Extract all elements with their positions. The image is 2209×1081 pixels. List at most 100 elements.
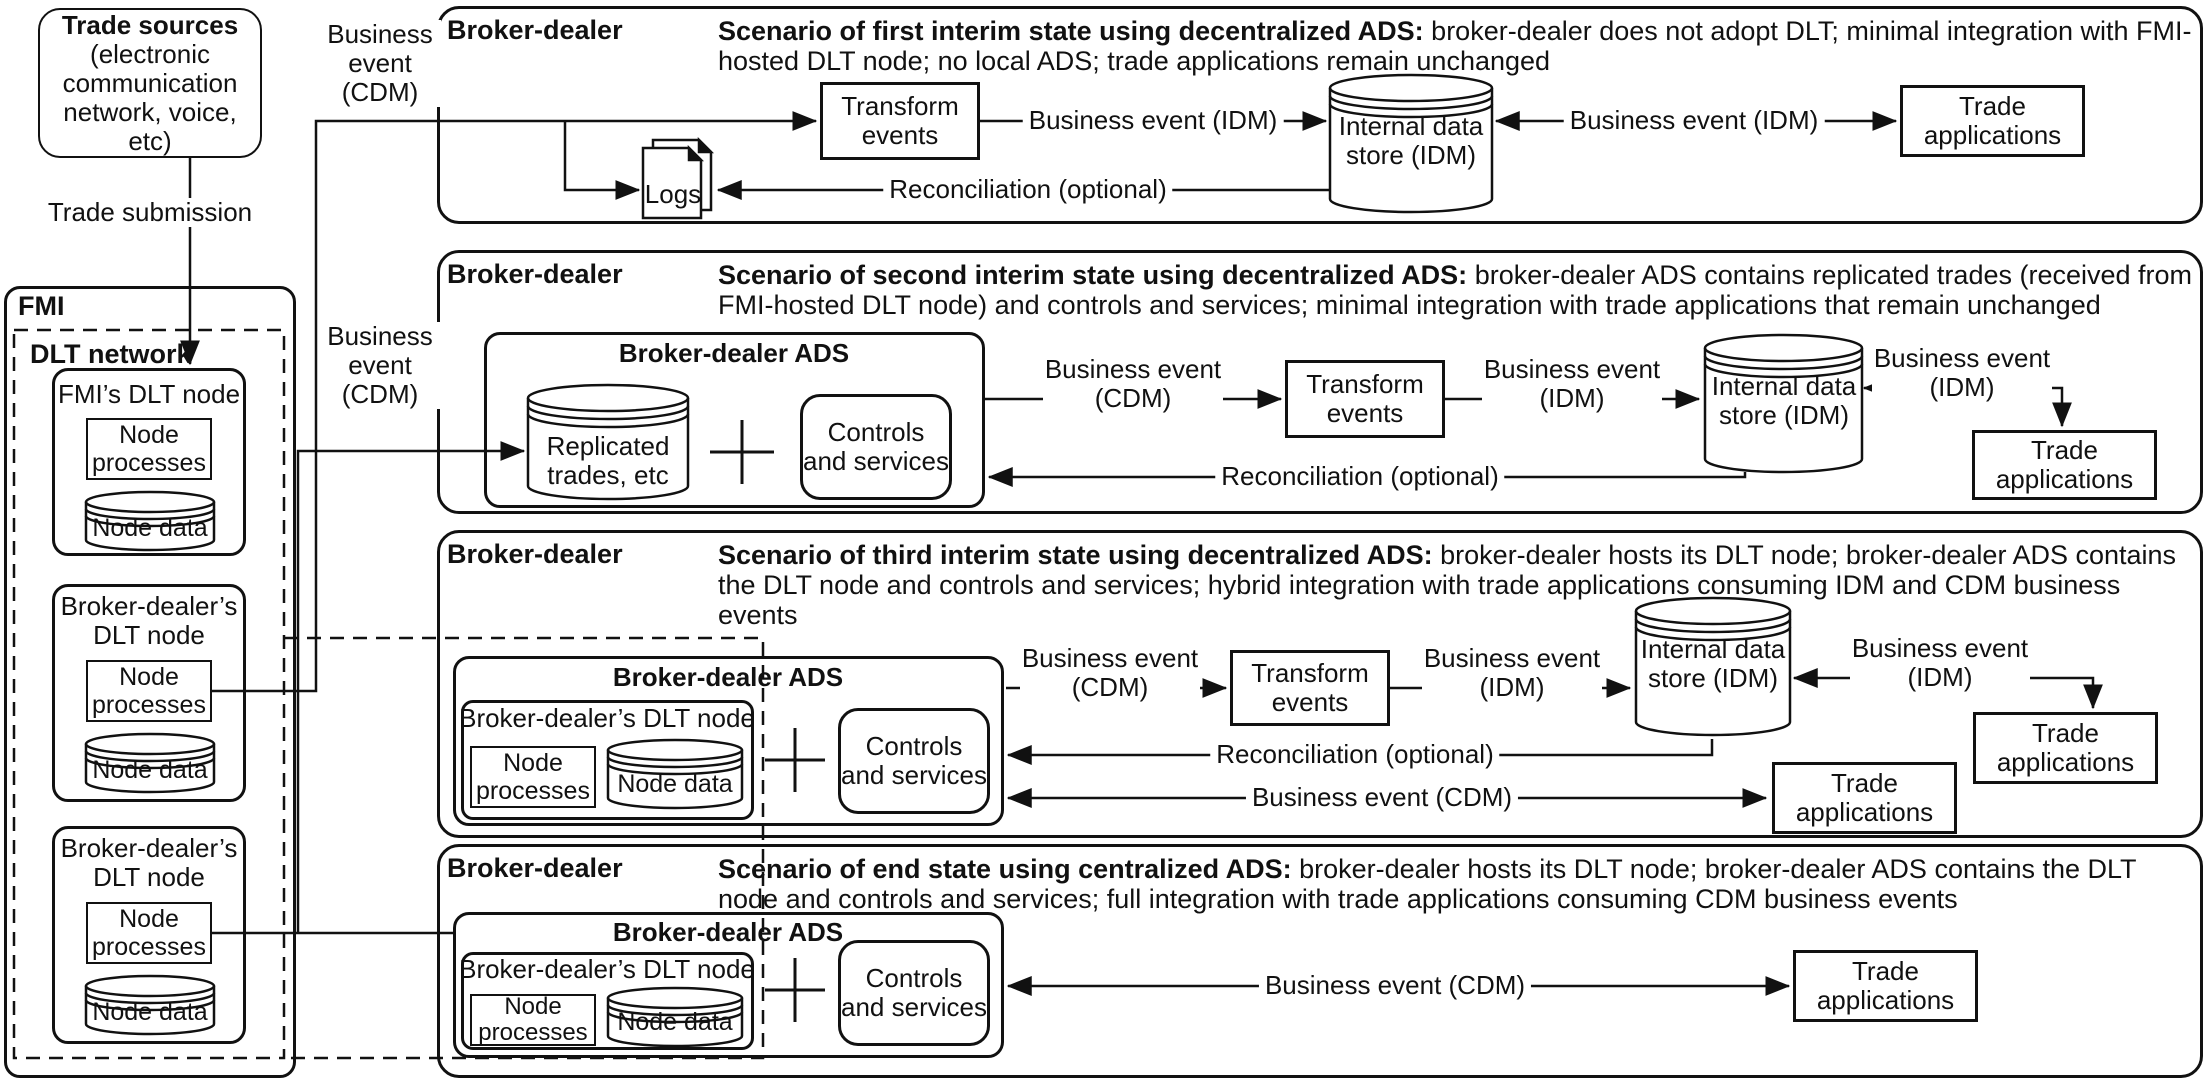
p2-trade-applications-box: Trade applications [1972, 430, 2157, 500]
trade-sources-title: Trade sources [61, 9, 239, 40]
p1-trade-applications-box: Trade applications [1900, 85, 2085, 157]
fmi-box [4, 286, 296, 1078]
dlt-network-dashed-box [12, 328, 286, 1060]
cylinder-fmi-node-data [84, 490, 216, 552]
p3-ads-box [453, 656, 1004, 826]
panel3-broker-dealer-label: Broker-dealer [447, 539, 623, 569]
p2-ads-title: Broker-dealer ADS [618, 338, 850, 368]
dlt-network-label: DLT network [30, 339, 192, 369]
panel2-broker-dealer-label: Broker-dealer [447, 259, 623, 289]
bd-dlt-node2-title: Broker-dealer’s DLT node [60, 833, 238, 892]
p3-node-data-label: Node data [617, 770, 733, 798]
plus-icon-p3 [765, 728, 825, 792]
p4-ads-title: Broker-dealer ADS [612, 917, 844, 947]
panel1-heading-title: Scenario of first interim state using de… [718, 16, 1424, 46]
p3-trade-applications-cdm-box: Trade applications [1772, 762, 1957, 834]
trade-sources-subtitle: (electronic communication network, voice… [62, 38, 238, 156]
edge-feed-scenario1 [212, 119, 565, 693]
cylinder-idm-p1 [1328, 73, 1494, 214]
p4-controls-services-box: Controls and services [838, 940, 990, 1046]
panel-scenario-3 [437, 530, 2203, 838]
bd-node1-data-label: Node data [92, 756, 208, 784]
fmi-dlt-node-box [52, 368, 246, 556]
bd-node2-data-label: Node data [92, 998, 208, 1026]
panel2-heading: Scenario of second interim state using d… [718, 260, 2195, 320]
p4-trade-applications-box: Trade applications [1793, 950, 1978, 1022]
panel4-heading: Scenario of end state using centralized … [718, 854, 2195, 914]
p3-out-cdm-label: Business event (CDM) [1020, 643, 1200, 702]
p2-business-event-idm-label: Business event (IDM) [1482, 354, 1662, 413]
bd-dlt-node2-box [52, 826, 246, 1044]
p3-cdm-apps-label: Business event (CDM) [1245, 783, 1519, 812]
bd-node2-processes-box: Node processes [86, 902, 212, 964]
cylinder-p3-node-data [606, 738, 744, 810]
p4-node-processes-box: Node processes [470, 994, 596, 1046]
bd-dlt-node1-box [52, 584, 246, 802]
p2-replicated-trades-label: Replicated trades, etc [546, 431, 670, 490]
p3-dlt-node-title: Broker-dealer’s DLT node [459, 703, 755, 733]
p2-out-cdm-label: Business event (CDM) [1043, 354, 1223, 413]
p4-cdm-apps-label: Business event (CDM) [1258, 971, 1532, 1000]
p4-node-data-label: Node data [617, 1008, 733, 1036]
p3-reconciliation-label: Reconciliation (optional) [1210, 740, 1500, 769]
panel4-heading-title: Scenario of end state using centralized … [718, 854, 1292, 884]
panel4-broker-dealer-label: Broker-dealer [447, 853, 623, 883]
plus-icon-p4 [765, 958, 825, 1022]
p2-ads-box [484, 332, 985, 508]
p1-transform-events-box: Transform events [820, 82, 980, 160]
logs-document-icon [641, 136, 715, 220]
cylinder-bd1-node-data [84, 732, 216, 794]
panel1-heading-description: broker-dealer does not adopt DLT; minima… [718, 16, 2192, 76]
p2-reconciliation-label: Reconciliation (optional) [1215, 462, 1505, 491]
p3-trade-applications-idm-box: Trade applications [1973, 712, 2158, 784]
trade-sources-box: Trade sources (electronic communication … [38, 8, 262, 158]
p3-idm-store-label: Internal data store (IDM) [1640, 634, 1786, 693]
panel-scenario-1 [437, 6, 2203, 224]
edge-feed-scenario2 [296, 441, 526, 933]
panel-scenario-4 [437, 844, 2203, 1078]
p3-controls-services-box: Controls and services [838, 708, 990, 814]
panel3-heading-description: broker-dealer hosts its DLT node; broker… [718, 540, 2177, 630]
fmi-node-data-label: Node data [92, 514, 208, 542]
trade-submission-label: Trade submission [41, 198, 259, 227]
p2-idm-apps-label: Business event (IDM) [1872, 343, 2052, 402]
plus-icon-p2 [710, 420, 774, 484]
panel1-heading: Scenario of first interim state using de… [718, 16, 2195, 76]
panel2-heading-description: broker-dealer ADS contains replicated tr… [718, 260, 2193, 320]
p2-idm-store-label: Internal data store (IDM) [1711, 371, 1857, 430]
p3-dlt-node-box [461, 700, 754, 820]
cylinder-bd2-node-data [84, 974, 216, 1036]
p1-idm-store-label: Internal data store (IDM) [1338, 111, 1484, 170]
cdm-feed1-label: Business event (CDM) [319, 20, 441, 107]
fmi-dlt-node-title: FMI’s DLT node [57, 379, 241, 409]
p3-node-processes-box: Node processes [470, 746, 596, 808]
panel2-heading-title: Scenario of second interim state using d… [718, 260, 1468, 290]
cylinder-p4-node-data [606, 986, 744, 1048]
panel1-broker-dealer-label: Broker-dealer [447, 15, 623, 45]
cylinder-idm-p3 [1634, 596, 1792, 737]
fmi-node-processes-box: Node processes [86, 418, 212, 480]
p4-dlt-node-box [461, 952, 754, 1050]
cdm-feed2-label: Business event (CDM) [319, 322, 441, 409]
cylinder-replicated-trades [526, 383, 690, 501]
p1-idm-apps-label: Business event (IDM) [1563, 106, 1825, 135]
p1-logs-label: Logs [644, 179, 702, 209]
p2-transform-events-box: Transform events [1285, 360, 1445, 438]
p1-reconciliation-label: Reconciliation (optional) [883, 175, 1173, 204]
bd-dlt-node1-title: Broker-dealer’s DLT node [60, 591, 238, 650]
p1-business-event-idm-label: Business event (IDM) [1022, 106, 1284, 135]
p3-idm-apps-label: Business event (IDM) [1850, 633, 2030, 692]
p4-dlt-node-title: Broker-dealer’s DLT node [459, 954, 755, 984]
p4-ads-box [453, 912, 1004, 1058]
p3-business-event-idm-label: Business event (IDM) [1422, 643, 1602, 702]
p3-ads-title: Broker-dealer ADS [612, 662, 844, 692]
fmi-label: FMI [18, 291, 65, 321]
p2-controls-services-box: Controls and services [800, 394, 952, 500]
edge-p1-branch-to-logs [563, 121, 641, 200]
bd-node1-processes-box: Node processes [86, 660, 212, 722]
panel3-heading: Scenario of third interim state using de… [718, 540, 2195, 630]
panel3-heading-title: Scenario of third interim state using de… [718, 540, 1433, 570]
panel4-heading-description: broker-dealer hosts its DLT node; broker… [718, 854, 2137, 914]
p3-transform-events-box: Transform events [1230, 650, 1390, 726]
